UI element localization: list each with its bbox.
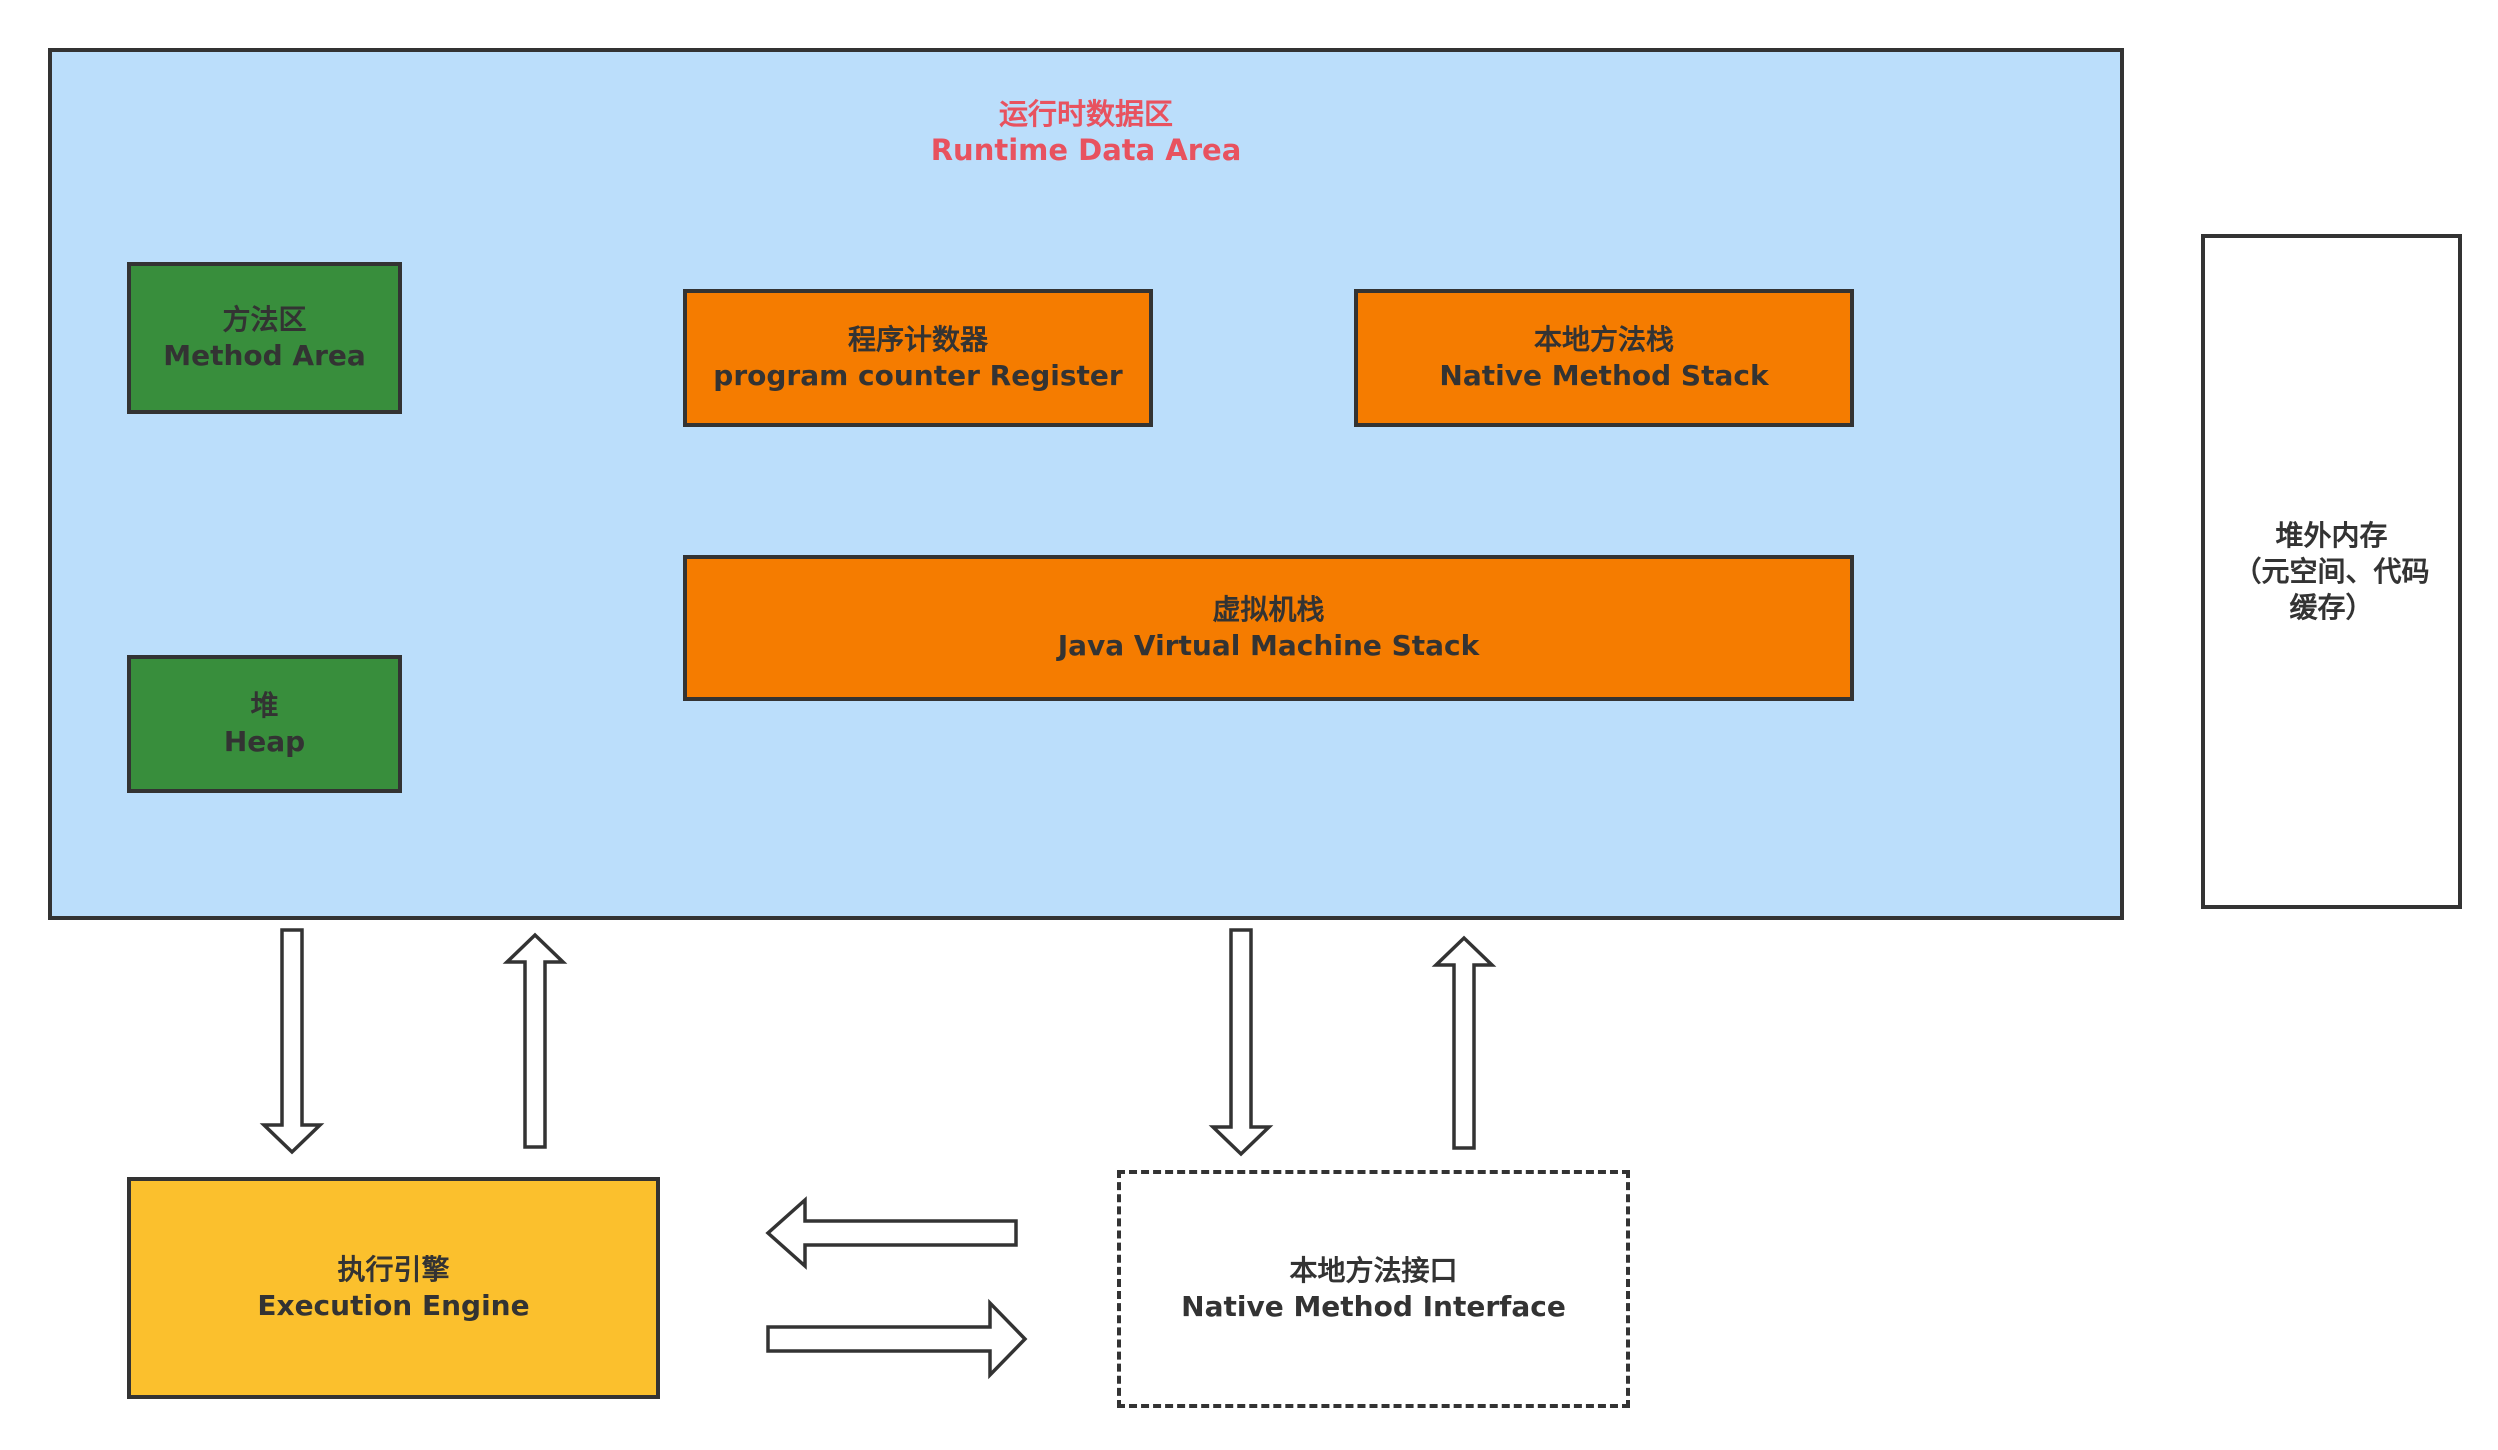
exec-engine-en: Execution Engine — [257, 1289, 530, 1322]
off-heap-memory-box: 堆外内存 （元空间、代码 缓存） — [2201, 234, 2462, 909]
offheap-line2: （元空间、代码 — [2233, 554, 2430, 588]
offheap-line3: 缓存） — [2289, 590, 2374, 624]
arrow-up-from-interface — [1431, 935, 1497, 1150]
pc-register-cn: 程序计数器 — [847, 323, 988, 356]
pc-register-box: 程序计数器 program counter Register — [683, 289, 1153, 427]
method-area-box: 方法区 Method Area — [127, 262, 402, 414]
native-stack-cn: 本地方法栈 — [1533, 323, 1674, 356]
offheap-line1: 堆外内存 — [2275, 518, 2388, 552]
heap-cn: 堆 — [250, 689, 279, 722]
jvm-stack-en: Java Virtual Machine Stack — [1057, 629, 1480, 662]
method-area-en: Method Area — [163, 339, 366, 372]
runtime-title-cn: 运行时数据区 — [998, 97, 1173, 131]
arrow-left-to-engine — [765, 1196, 1018, 1270]
exec-engine-cn: 执行引擎 — [337, 1253, 450, 1286]
arrow-down-to-engine — [259, 928, 325, 1155]
native-stack-en: Native Method Stack — [1439, 359, 1769, 392]
runtime-title-en: Runtime Data Area — [930, 133, 1242, 167]
jvm-stack-cn: 虚拟机栈 — [1212, 593, 1325, 626]
pc-register-en: program counter Register — [713, 359, 1123, 392]
native-interface-cn: 本地方法接口 — [1289, 1254, 1458, 1287]
native-method-interface-box: 本地方法接口 Native Method Interface — [1117, 1170, 1630, 1408]
arrow-down-to-interface — [1208, 928, 1274, 1157]
native-method-stack-box: 本地方法栈 Native Method Stack — [1354, 289, 1854, 427]
arrow-up-from-engine — [502, 932, 568, 1149]
method-area-cn: 方法区 — [222, 303, 307, 336]
heap-en: Heap — [223, 725, 306, 758]
native-interface-en: Native Method Interface — [1181, 1290, 1566, 1323]
runtime-data-area-title: 运行时数据区 Runtime Data Area — [48, 96, 2124, 168]
arrow-right-to-interface — [766, 1298, 1028, 1380]
jvm-stack-box: 虚拟机栈 Java Virtual Machine Stack — [683, 555, 1854, 701]
execution-engine-box: 执行引擎 Execution Engine — [127, 1177, 660, 1399]
heap-box: 堆 Heap — [127, 655, 402, 793]
